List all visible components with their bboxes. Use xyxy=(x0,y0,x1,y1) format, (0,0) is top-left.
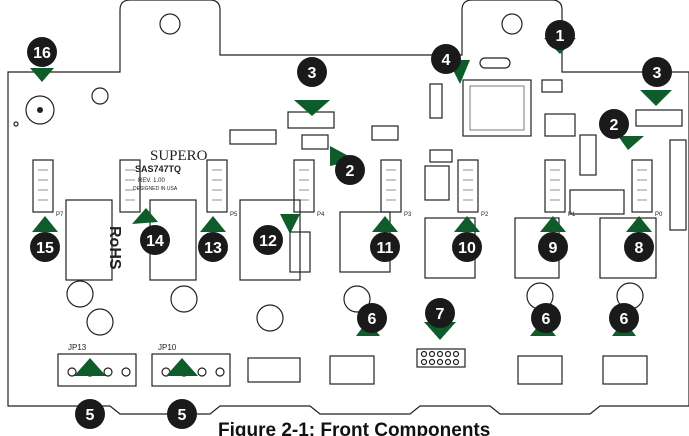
callout-5 xyxy=(75,399,105,429)
callout-arrows xyxy=(30,38,672,376)
callout-5b xyxy=(167,399,197,429)
callout-4 xyxy=(431,44,461,74)
slot-label: P0 xyxy=(655,212,663,218)
svg-text:2: 2 xyxy=(610,117,619,134)
callout-13 xyxy=(198,232,228,262)
svg-text:1: 1 xyxy=(556,28,565,45)
figure-caption: Figure 2-1: Front Components xyxy=(218,420,491,436)
callout-7 xyxy=(425,298,455,328)
svg-text:8: 8 xyxy=(635,240,644,257)
slot-label: P2 xyxy=(481,212,489,218)
svg-text:14: 14 xyxy=(146,233,164,250)
callout-2 xyxy=(335,155,365,185)
board-brand: SUPERO xyxy=(150,148,208,164)
svg-text:12: 12 xyxy=(259,233,277,250)
callout-3b xyxy=(642,57,672,87)
callout-3 xyxy=(297,57,327,87)
board-rev: REV. 1.00 xyxy=(138,178,165,184)
callout-2b xyxy=(599,109,629,139)
callout-10 xyxy=(452,232,482,262)
svg-text:9: 9 xyxy=(549,240,558,257)
slot-label: P4 xyxy=(317,212,325,218)
svg-text:6: 6 xyxy=(542,311,551,328)
callout-numbers: 16 1 3 3 4 2 2 15 14 13 12 11 10 9 8 7 6… xyxy=(33,28,661,424)
svg-text:7: 7 xyxy=(436,306,445,323)
rohs-mark: RoHS xyxy=(106,226,123,270)
svg-text:5: 5 xyxy=(178,407,187,424)
svg-text:16: 16 xyxy=(33,45,51,62)
callout-11 xyxy=(370,232,400,262)
svg-text:15: 15 xyxy=(36,240,54,257)
svg-text:2: 2 xyxy=(346,163,355,180)
callout-16 xyxy=(27,37,57,67)
slot-label: P5 xyxy=(230,212,238,218)
callout-9 xyxy=(538,232,568,262)
callout-6 xyxy=(357,303,387,333)
board-origin: DESIGNED IN USA xyxy=(133,186,178,192)
connector-label: JP13 xyxy=(68,343,87,352)
svg-text:5: 5 xyxy=(86,407,95,424)
callout-8 xyxy=(624,232,654,262)
board-outline xyxy=(7,0,689,415)
slot-label: P1 xyxy=(568,212,576,218)
svg-text:4: 4 xyxy=(442,52,451,69)
svg-text:6: 6 xyxy=(368,311,377,328)
svg-text:3: 3 xyxy=(653,65,662,82)
callout-1 xyxy=(545,20,575,50)
connector-label: JP10 xyxy=(158,343,177,352)
callouts xyxy=(27,20,672,429)
callout-6c xyxy=(609,303,639,333)
svg-text:13: 13 xyxy=(204,240,222,257)
svg-text:11: 11 xyxy=(377,240,394,257)
callout-6b xyxy=(531,303,561,333)
svg-text:10: 10 xyxy=(458,240,476,257)
callout-12 xyxy=(253,225,283,255)
svg-text:3: 3 xyxy=(308,65,317,82)
slot-label: P7 xyxy=(56,212,64,218)
callout-15 xyxy=(30,232,60,262)
svg-text:6: 6 xyxy=(620,311,629,328)
board-model: SAS747TQ xyxy=(135,164,181,174)
callout-14 xyxy=(140,225,170,255)
slot-label: P3 xyxy=(404,212,412,218)
